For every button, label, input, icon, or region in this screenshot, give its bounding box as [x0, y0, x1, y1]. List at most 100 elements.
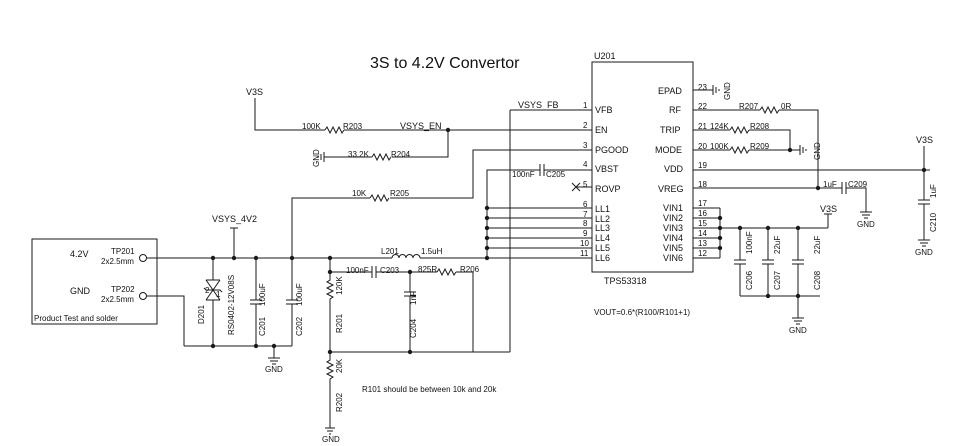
net-label-vsys-en: VSYS_EN	[400, 121, 442, 131]
pin-name-en: EN	[595, 125, 608, 135]
tp201-pad	[139, 254, 147, 262]
gnd-symbol-c210	[918, 239, 930, 247]
ic-part: TPS53318	[604, 276, 647, 286]
resistor-r204-symbol	[371, 152, 392, 162]
c205-value: 100nF	[512, 170, 535, 179]
r201-value: 120K	[335, 276, 344, 295]
tp201-ref: TP201	[111, 247, 135, 256]
r205-ref: R205	[390, 189, 410, 198]
gnd-symbol-vin	[792, 317, 804, 325]
pin-num-7: 7	[583, 210, 588, 219]
resistor-r201-symbol	[325, 272, 335, 352]
pin-num-13: 13	[698, 239, 707, 248]
tp201-net: 4.2V	[70, 249, 89, 259]
tp201-size: 2x2.5mm	[101, 257, 134, 266]
resistor-r209-symbol	[729, 145, 750, 155]
gnd-label-mode: GND	[813, 142, 822, 160]
c208-ref: C208	[813, 270, 822, 290]
pin-num-1: 1	[583, 101, 588, 110]
c209-value: 1uF	[823, 180, 837, 189]
resistor-r206-symbol	[436, 267, 457, 277]
gnd-symbol-r202	[325, 427, 335, 435]
r202-value: 20K	[335, 358, 344, 373]
c203-ref: C203	[380, 266, 400, 275]
capacitor-c206-symbol	[734, 228, 746, 296]
pin-num-10: 10	[580, 239, 589, 248]
wire-v3s-r203	[254, 98, 325, 131]
c206-value: 100nF	[745, 231, 754, 254]
c201-value: 100uF	[258, 283, 267, 306]
c210-ref: C210	[929, 212, 938, 232]
capacitor-c201-symbol	[250, 258, 262, 346]
r201-ref: R201	[335, 313, 344, 333]
ic-left-pins: VFB EN PGOOD VBST ROVP LL1 LL2 LL3 LL4 L…	[580, 101, 629, 263]
capacitor-c210-symbol	[918, 199, 930, 240]
pin-name-ll2: LL2	[595, 214, 610, 224]
c204-value: 1nF	[409, 291, 418, 305]
pin-num-21: 21	[698, 122, 707, 131]
r209-ref: R209	[750, 142, 770, 151]
pin-num-4: 4	[583, 160, 588, 169]
wire-ll-bus	[487, 207, 592, 259]
r208-value: 124K	[710, 122, 729, 131]
gnd-label-vin: GND	[789, 326, 807, 335]
schematic-title: 3S to 4.2V Convertor	[370, 55, 520, 72]
pin-name-vin6: VIN6	[663, 253, 683, 263]
tp202-size: 2x2.5mm	[101, 295, 134, 304]
c204-ref: C204	[409, 318, 418, 338]
pin-num-23: 23	[698, 83, 707, 92]
c207-ref: C207	[773, 270, 782, 290]
tp202-ref: TP202	[111, 285, 135, 294]
inductor-l201-symbol	[391, 254, 421, 259]
r204-ref: R204	[391, 150, 411, 159]
c209-ref: C209	[848, 180, 868, 189]
d201-ref: D201	[197, 304, 206, 324]
ic-u201: U201 TPS53318	[591, 51, 694, 286]
c207-value: 22uF	[773, 236, 782, 254]
pin-num-12: 12	[698, 249, 707, 258]
pin-name-rovp: ROVP	[595, 184, 621, 194]
gnd-label-r202: GND	[322, 435, 340, 444]
wire-vin-bus	[693, 207, 828, 259]
pin-num-20: 20	[698, 142, 707, 151]
pin-name-epad: EPAD	[658, 86, 682, 96]
pin-num-14: 14	[698, 229, 707, 238]
pin-name-vdd: VDD	[664, 164, 684, 174]
net-label-vsys-4v2: VSYS_4V2	[212, 214, 257, 224]
gnd-symbol-c209	[860, 211, 872, 219]
capacitor-c209-symbol	[841, 182, 847, 194]
r206-ref: R206	[460, 265, 480, 274]
gnd-symbol-mode	[799, 145, 807, 155]
ic-right-pins: EPAD RF TRIP MODE VDD VREG VIN1 VIN2 VIN…	[655, 83, 707, 263]
gnd-label-c209: GND	[857, 220, 875, 229]
capacitor-c202-symbol	[286, 258, 298, 346]
resistor-r205-symbol	[369, 193, 390, 203]
gnd-symbol-epad	[693, 85, 720, 95]
tp202-pad	[139, 292, 147, 300]
pin-name-vin2: VIN2	[663, 213, 683, 223]
pin-num-3: 3	[583, 141, 588, 150]
d201-pin2: 2	[205, 286, 210, 295]
pin-name-ll6: LL6	[595, 253, 610, 263]
pin-name-vin5: VIN5	[663, 243, 683, 253]
pin-name-rf: RF	[669, 105, 681, 115]
test-point-box-label: Product Test and solder	[34, 314, 118, 323]
resistor-r203-symbol	[324, 125, 345, 135]
wire-en-r204	[392, 130, 449, 158]
gnd-label-r204: GND	[312, 149, 321, 167]
capacitor-c208-symbol	[792, 228, 804, 296]
pin-num-9: 9	[583, 229, 588, 238]
pin-num-19: 19	[698, 161, 707, 170]
d201-pin1: 1	[216, 290, 221, 299]
pin-name-trip: TRIP	[660, 125, 681, 135]
ic-ref: U201	[594, 51, 616, 61]
pin-num-6: 6	[583, 200, 588, 209]
pin-name-ll3: LL3	[595, 223, 610, 233]
c203-value: 100nF	[346, 266, 369, 275]
capacitor-c205-symbol	[539, 164, 545, 176]
pin-name-vbst: VBST	[595, 164, 619, 174]
pin-name-pgood: PGOOD	[595, 145, 629, 155]
l201-ref: L201	[381, 247, 399, 256]
pin-name-ll1: LL1	[595, 204, 610, 214]
